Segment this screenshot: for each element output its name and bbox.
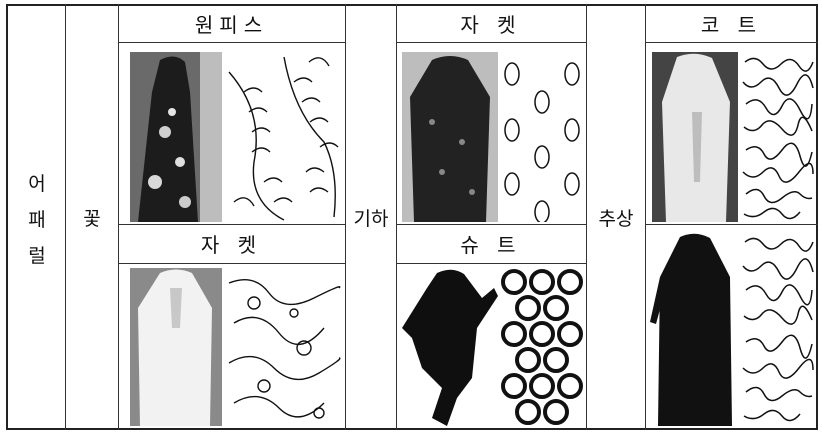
geo-pattern-circles — [500, 268, 584, 426]
flower-jacket-photo — [130, 268, 222, 426]
item-header-suit: 슈 트 — [460, 233, 522, 257]
item-header-jacket: 자 켓 — [460, 13, 522, 37]
geo-pattern-ovals — [500, 52, 584, 222]
category-char: 패 — [28, 209, 46, 231]
group-label-geometric: 기하 — [353, 208, 389, 230]
apparel-pattern-table — [6, 4, 818, 430]
abstract-pattern-2 — [740, 232, 816, 426]
flower-pattern-2 — [224, 268, 342, 426]
grid-line — [396, 224, 586, 225]
group-label-abstract: 추상 — [598, 208, 634, 230]
category-char: 어 — [28, 173, 46, 195]
grid-line — [65, 4, 66, 430]
grid-line — [396, 4, 397, 430]
grid-line — [586, 4, 587, 430]
group-label-flower: 꽃 — [83, 208, 101, 230]
category-label: 어 패 럴 — [22, 166, 52, 274]
flower-dress-photo — [130, 52, 222, 222]
grid-line — [396, 42, 586, 43]
geo-jacket-photo — [402, 52, 498, 222]
grid-line — [118, 42, 345, 43]
grid-line — [118, 4, 119, 430]
item-header-jacket: 자 켓 — [200, 233, 263, 257]
grid-line — [118, 263, 345, 264]
grid-line — [645, 42, 818, 43]
abstract-coat-photo-2 — [650, 232, 738, 426]
abstract-pattern-1 — [740, 52, 816, 222]
item-header-coat: 코 트 — [700, 13, 763, 37]
abstract-coat-photo-1 — [652, 52, 738, 222]
grid-line — [645, 4, 646, 430]
grid-line — [645, 224, 818, 225]
grid-line — [396, 263, 586, 264]
grid-line — [345, 4, 346, 430]
category-char: 럴 — [28, 245, 46, 267]
flower-pattern-1 — [224, 52, 342, 222]
grid-line — [118, 224, 345, 225]
geo-suit-photo — [402, 268, 498, 426]
item-header-dress: 원피스 — [194, 13, 269, 37]
